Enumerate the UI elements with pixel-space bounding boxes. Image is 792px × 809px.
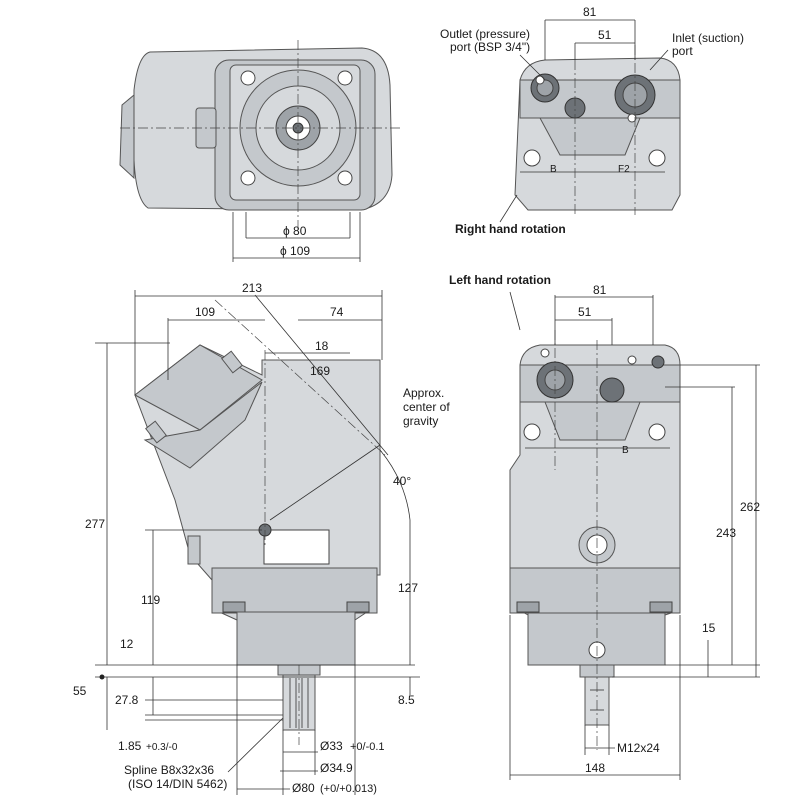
top-view: ϕ 80 ϕ 109	[119, 40, 400, 262]
dim-8-5: 8.5	[398, 693, 415, 707]
port-f2-label: F2	[618, 164, 630, 175]
dim-1-85: 1.85	[118, 739, 142, 753]
dim-33: Ø33	[320, 739, 343, 753]
dim-119: 119	[141, 593, 160, 607]
dim-213: 213	[242, 281, 262, 295]
dim-right-81: 81	[583, 5, 597, 19]
outlet-label-line2: port (BSP 3/4")	[450, 40, 530, 54]
outlet-label-line1: Outlet (pressure)	[440, 27, 530, 41]
dim-55: 55	[73, 684, 87, 698]
cog-label-line1: Approx.	[403, 386, 444, 400]
inlet-label-line2: port	[672, 44, 693, 58]
dim-148: 148	[585, 761, 605, 775]
left-rotation-view: B 81 51 262 243 15 M12x24	[509, 283, 760, 780]
dim-12: 12	[120, 637, 134, 651]
dim-right-51: 51	[598, 28, 612, 42]
dim-1-85-tolerance: +0.3/-0	[146, 742, 178, 753]
inlet-label-line1: Inlet (suction)	[672, 31, 744, 45]
dim-34-9: Ø34.9	[320, 761, 353, 775]
spline-label-line1: Spline B8x32x36	[124, 763, 214, 777]
port-b-label-left: B	[622, 445, 629, 456]
cog-label-line3: gravity	[403, 414, 438, 428]
dim-flange-109: ϕ 109	[280, 244, 310, 258]
dim-243: 243	[716, 526, 736, 540]
dim-33-tolerance: +0/-0.1	[350, 741, 385, 753]
port-b-label-right: B	[550, 164, 557, 175]
dim-left-81: 81	[593, 283, 607, 297]
dim-80-tolerance: (+0/+0.013)	[320, 783, 377, 795]
dim-left-51: 51	[578, 305, 592, 319]
cog-label-line2: center of	[403, 400, 450, 414]
dim-angle-40: 40°	[393, 474, 411, 488]
dim-109: 109	[195, 305, 215, 319]
caption-left-rotation: Left hand rotation	[449, 273, 551, 287]
dim-169: 169	[310, 364, 330, 378]
dim-277: 277	[85, 517, 105, 531]
spline-label-line2: (ISO 14/DIN 5462)	[128, 777, 227, 791]
dim-m12: M12x24	[617, 741, 660, 755]
dim-74: 74	[330, 305, 344, 319]
caption-right-rotation: Right hand rotation	[455, 222, 566, 236]
dim-27-8: 27.8	[115, 693, 139, 707]
dim-262: 262	[740, 500, 760, 514]
dim-80: Ø80	[292, 781, 315, 795]
dim-15: 15	[702, 621, 716, 635]
side-view: 213 109 74 18 169 Approx. center of grav…	[73, 281, 450, 795]
right-rotation-view: B F2 81 51 Outlet (pressure) port (BSP 3…	[440, 5, 744, 236]
dim-flange-80: ϕ 80	[283, 224, 307, 238]
dim-18: 18	[315, 339, 329, 353]
dim-127: 127	[398, 581, 418, 595]
